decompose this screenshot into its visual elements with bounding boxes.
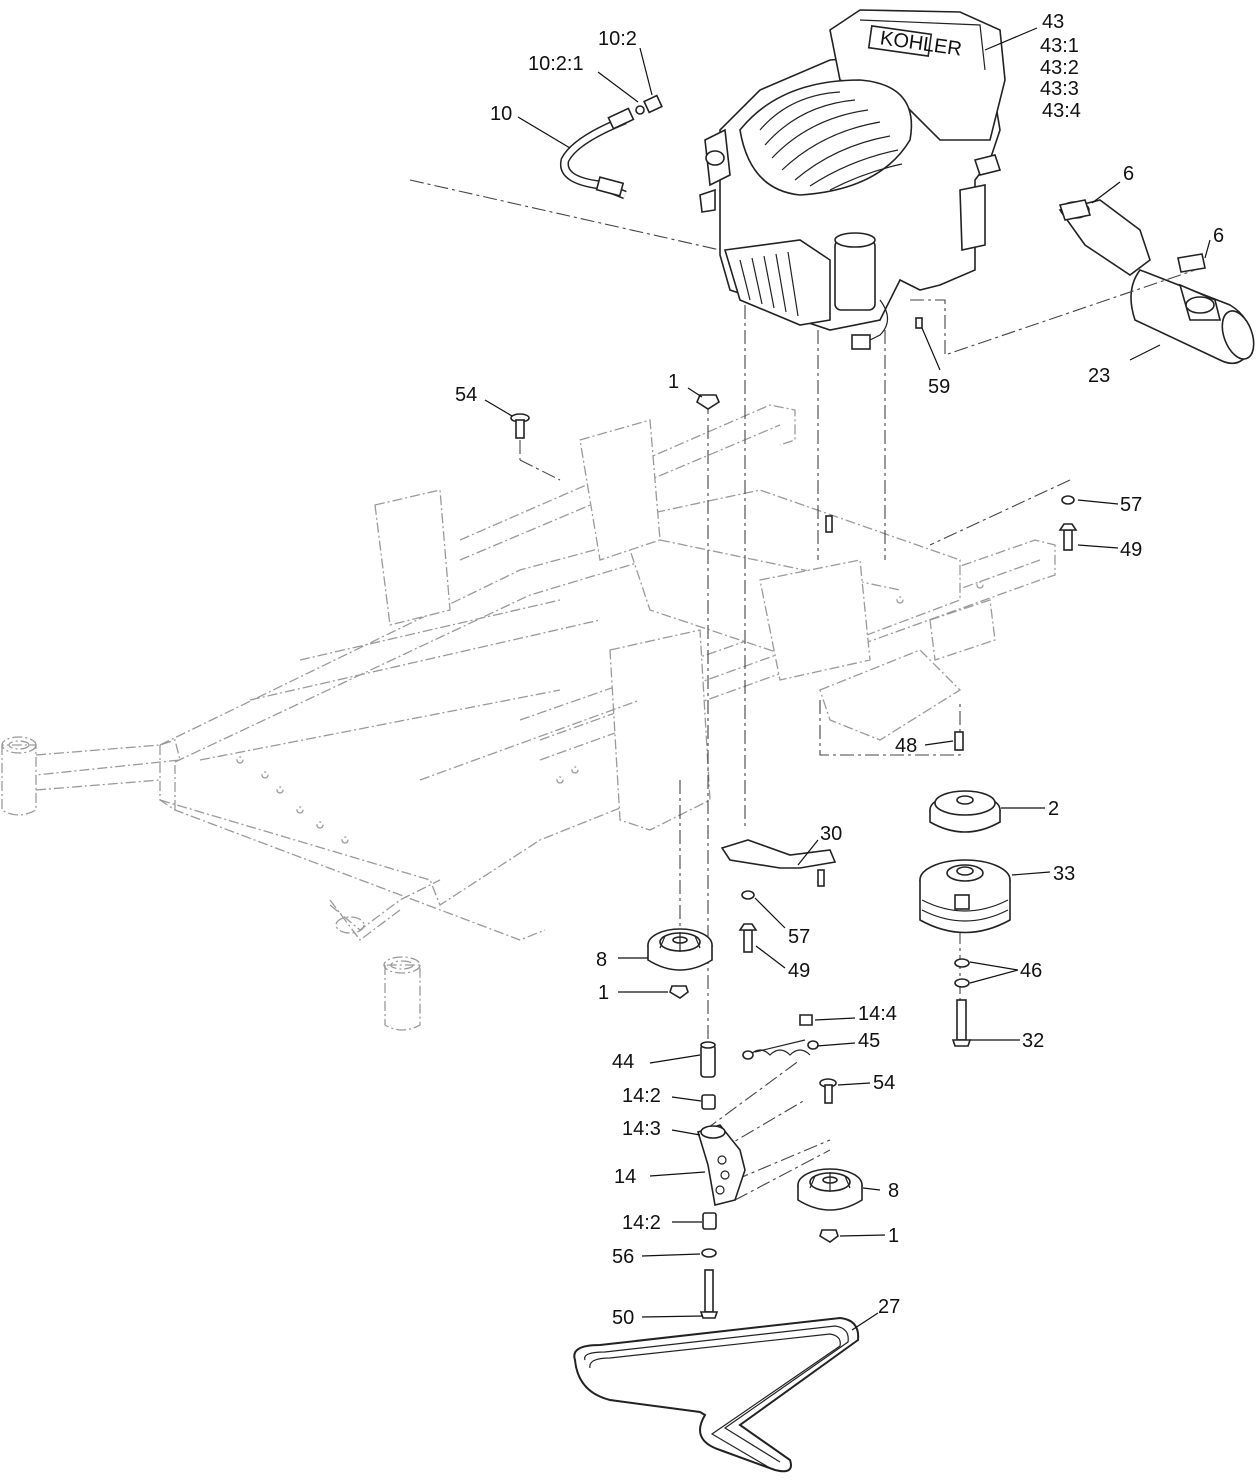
callout-10-2-1: 10:2:1: [528, 53, 584, 75]
callout-43: 43: [1042, 11, 1064, 33]
engine: KOHLER: [699, 9, 1006, 350]
callout-43-2: 43:2: [1040, 57, 1079, 79]
callout-30: 30: [820, 823, 842, 845]
callout-14-4: 14:4: [858, 1003, 897, 1025]
callout-8-left: 8: [596, 949, 607, 971]
callout-43-3: 43:3: [1040, 78, 1079, 100]
mower-frame: [1, 404, 1056, 1031]
callout-27: 27: [878, 1296, 900, 1318]
hardware: [510, 317, 1078, 1473]
callout-10: 10: [490, 103, 512, 125]
callout-14-2-lower: 14:2: [622, 1212, 661, 1234]
callout-1-top: 1: [668, 371, 679, 393]
callout-10-2: 10:2: [598, 28, 637, 50]
callout-57-mid: 57: [788, 926, 810, 948]
callout-labels: 43 43:1 43:2 43:3 43:4 10:2 10:2:1 10 6 …: [455, 11, 1224, 1329]
callout-2: 2: [1048, 798, 1059, 820]
callout-45: 45: [858, 1030, 880, 1052]
callout-59: 59: [928, 376, 950, 398]
callout-14-3: 14:3: [622, 1118, 661, 1140]
callout-33: 33: [1053, 863, 1075, 885]
callout-46: 46: [1020, 960, 1042, 982]
assembly-phantom-lines: [409, 179, 1196, 1201]
callout-43-1: 43:1: [1040, 35, 1079, 57]
callout-49-mid: 49: [788, 960, 810, 982]
muffler-assembly: [1058, 199, 1255, 365]
fuel-line-assembly: [559, 94, 663, 200]
callout-23: 23: [1088, 365, 1110, 387]
callout-14-2-upper: 14:2: [622, 1085, 661, 1107]
callout-43-4: 43:4: [1042, 100, 1081, 122]
callout-14: 14: [614, 1166, 636, 1188]
callout-56: 56: [612, 1246, 634, 1268]
callout-1-right: 1: [888, 1225, 899, 1247]
callout-54-top: 54: [455, 384, 477, 406]
callout-8-right: 8: [888, 1180, 899, 1202]
callout-50: 50: [612, 1307, 634, 1329]
callout-54-lower: 54: [873, 1072, 895, 1094]
callout-57-right: 57: [1120, 494, 1142, 516]
callout-48: 48: [895, 735, 917, 757]
leader-lines: [484, 27, 1211, 1331]
callout-6-lower: 6: [1213, 225, 1224, 247]
callout-6-upper: 6: [1123, 163, 1134, 185]
callout-1-left: 1: [598, 982, 609, 1004]
callout-32: 32: [1022, 1030, 1044, 1052]
callout-44: 44: [612, 1051, 634, 1073]
callout-49-right: 49: [1120, 539, 1142, 561]
